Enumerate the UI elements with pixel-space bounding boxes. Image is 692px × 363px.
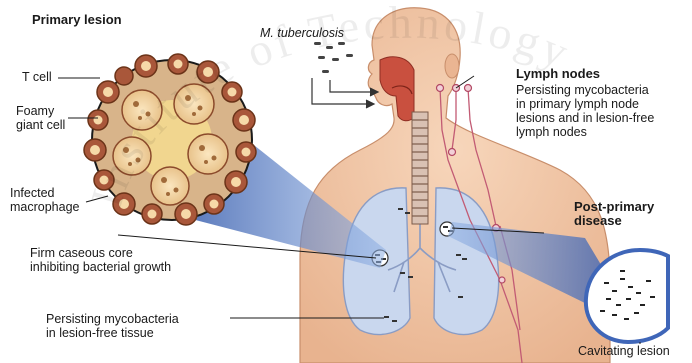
primary-lesion-title: Primary lesion: [32, 13, 122, 27]
infected-macrophage-label: Infected macrophage: [10, 186, 80, 214]
firm-caseous-core-label: Firm caseous core inhibiting bacterial g…: [30, 246, 171, 274]
t-cell-label: T cell: [22, 70, 52, 84]
m-tuberculosis-bacteria: [314, 42, 353, 73]
lymph-nodes-description: Persisting mycobacteria in primary lymph…: [516, 83, 654, 139]
lymph-nodes-title: Lymph nodes: [516, 67, 600, 81]
m-tuberculosis-label: M. tuberculosis: [260, 26, 344, 40]
persisting-lesion-free-label: Persisting mycobacteria in lesion-free t…: [46, 312, 179, 340]
cavitating-lesion-label: Cavitating lesion: [578, 344, 670, 358]
foamy-giant-cell-label: Foamy giant cell: [16, 104, 65, 132]
post-primary-disease-title: Post-primary disease: [574, 200, 654, 228]
trachea: [412, 112, 428, 224]
